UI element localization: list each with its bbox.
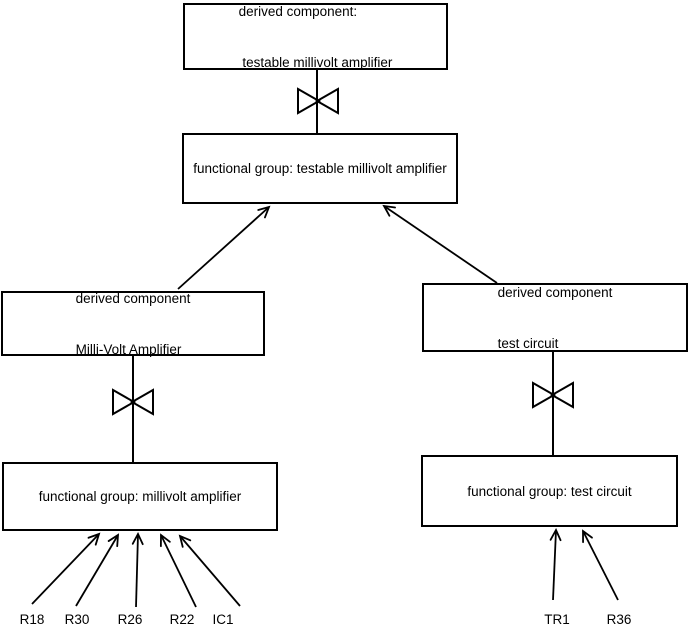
arrow-r26 — [131, 531, 144, 608]
leaf-label-r30: R30 — [64, 612, 90, 627]
node-functional-group-millivolt-amplifier: functional group: millivolt amplifier — [2, 462, 278, 531]
node-label: functional group: test circuit — [467, 483, 632, 499]
node-derived-test-circuit: derived component test circuit — [422, 283, 688, 352]
arrow-left-derived-to-top-functional — [177, 205, 271, 290]
leaf-label-r26: R26 — [117, 612, 143, 627]
node-label: test circuit — [497, 335, 559, 351]
leaf-label-r22: R22 — [169, 612, 195, 627]
arrow-r18 — [31, 532, 101, 605]
node-label: derived component — [75, 290, 191, 306]
arrow-r30 — [75, 533, 120, 607]
node-functional-group-test-circuit: functional group: test circuit — [421, 455, 678, 527]
arrow-ic1 — [178, 534, 241, 607]
node-functional-group-testable-millivolt-amplifier: functional group: testable millivolt amp… — [182, 133, 458, 204]
arrow-right-derived-to-top-functional — [382, 204, 498, 284]
node-label: derived component: — [238, 3, 358, 19]
bowtie-icon — [532, 381, 574, 409]
arrow-r36 — [582, 529, 619, 601]
arrow-r22 — [159, 533, 197, 608]
node-label: derived component — [497, 284, 613, 300]
bowtie-icon — [112, 388, 154, 416]
leaf-label-r36: R36 — [606, 612, 632, 627]
node-derived-testable-millivolt-amplifier: derived component: testable millivolt am… — [183, 3, 448, 70]
node-derived-milli-volt-amplifier: derived component Milli-Volt Amplifier — [1, 290, 265, 357]
leaf-label-tr1: TR1 — [544, 612, 570, 627]
bowtie-icon — [297, 87, 339, 115]
node-label: functional group: testable millivolt amp… — [193, 161, 447, 176]
leaf-label-r18: R18 — [19, 612, 45, 627]
node-label: testable millivolt amplifier — [238, 54, 393, 70]
leaf-label-ic1: IC1 — [212, 612, 234, 627]
node-label: Milli-Volt Amplifier — [75, 341, 182, 357]
arrow-tr1 — [549, 527, 562, 601]
node-label: functional group: millivolt amplifier — [38, 489, 242, 504]
